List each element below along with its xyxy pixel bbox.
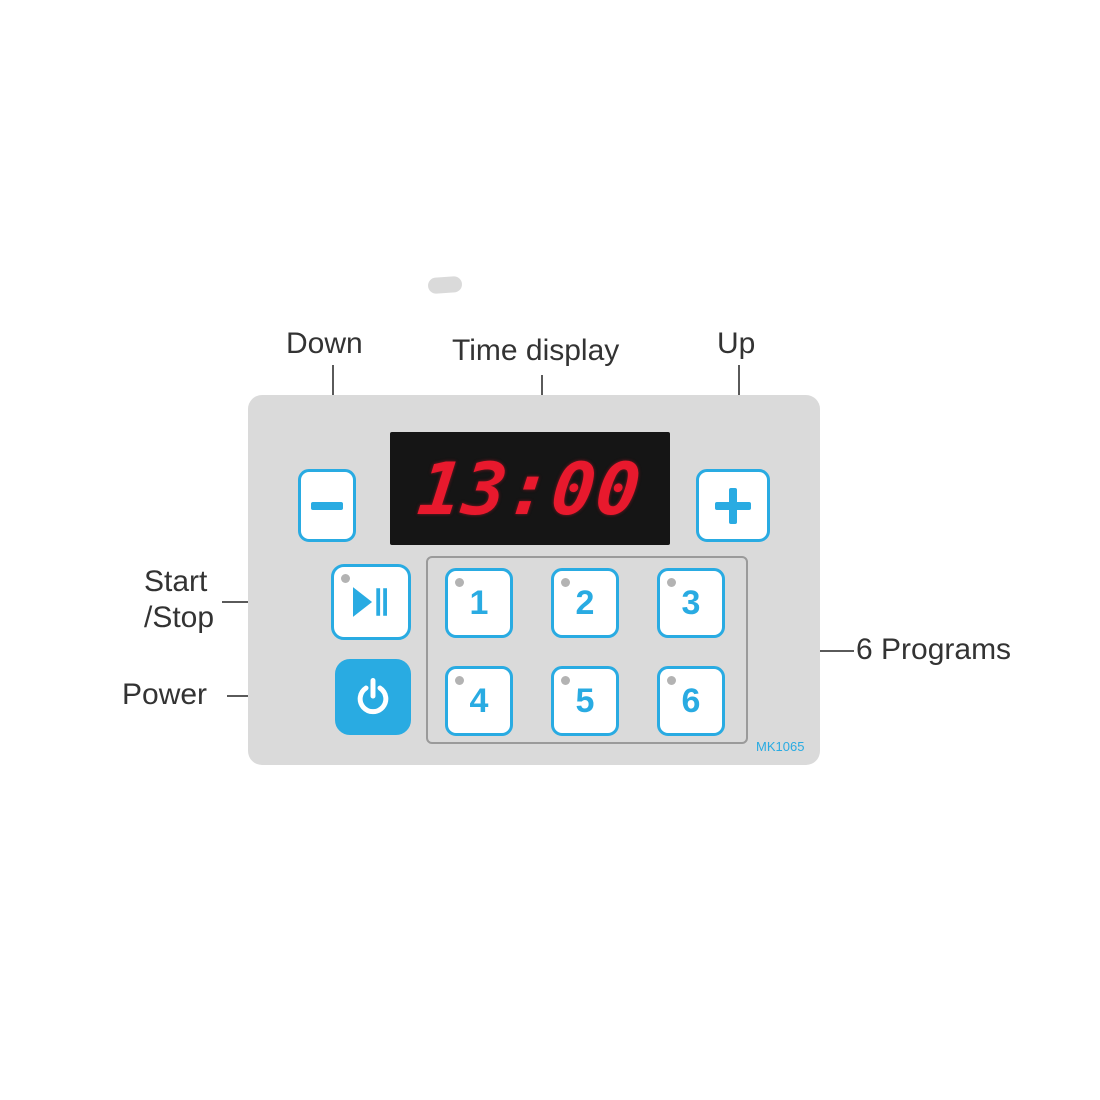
start-stop-button[interactable] [331, 564, 411, 640]
label-stop-line: /Stop [144, 601, 215, 634]
time-display: 13:00 [390, 432, 670, 545]
program-button-5[interactable]: 5 [551, 666, 619, 736]
program-button-1[interactable]: 1 [445, 568, 513, 638]
minus-icon [311, 501, 343, 510]
label-start-stop: Start /Stop [144, 564, 214, 636]
label-up: Up [717, 327, 756, 360]
up-button[interactable] [696, 469, 770, 542]
control-panel: 13:00 1 [248, 395, 820, 765]
time-display-value: 13:00 [413, 446, 647, 531]
program-button-label: 3 [681, 583, 701, 622]
indicator-dot [455, 578, 464, 587]
label-6-programs: 6 Programs [856, 633, 1012, 666]
power-button[interactable] [335, 659, 411, 735]
indicator-dot [667, 676, 676, 685]
program-button-6[interactable]: 6 [657, 666, 725, 736]
plus-icon [715, 487, 751, 524]
program-button-label: 2 [575, 583, 595, 622]
label-power: Power [122, 678, 208, 711]
program-group: 1 2 3 4 5 6 [426, 556, 748, 744]
program-button-label: 6 [681, 681, 701, 720]
power-icon [357, 678, 389, 715]
program-button-label: 5 [575, 681, 595, 720]
program-button-4[interactable]: 4 [445, 666, 513, 736]
program-button-label: 4 [469, 681, 489, 720]
label-time-display: Time display [452, 334, 620, 367]
decorative-mark [427, 275, 463, 295]
indicator-dot [341, 574, 350, 583]
program-button-3[interactable]: 3 [657, 568, 725, 638]
down-button[interactable] [298, 469, 356, 542]
label-start-line: Start [144, 565, 208, 598]
program-button-2[interactable]: 2 [551, 568, 619, 638]
indicator-dot [667, 578, 676, 587]
label-down: Down [286, 327, 363, 360]
model-number: MK1065 [756, 739, 805, 754]
indicator-dot [561, 578, 570, 587]
indicator-dot [561, 676, 570, 685]
play-pause-icon [353, 587, 387, 617]
indicator-dot [455, 676, 464, 685]
program-button-label: 1 [469, 583, 489, 622]
